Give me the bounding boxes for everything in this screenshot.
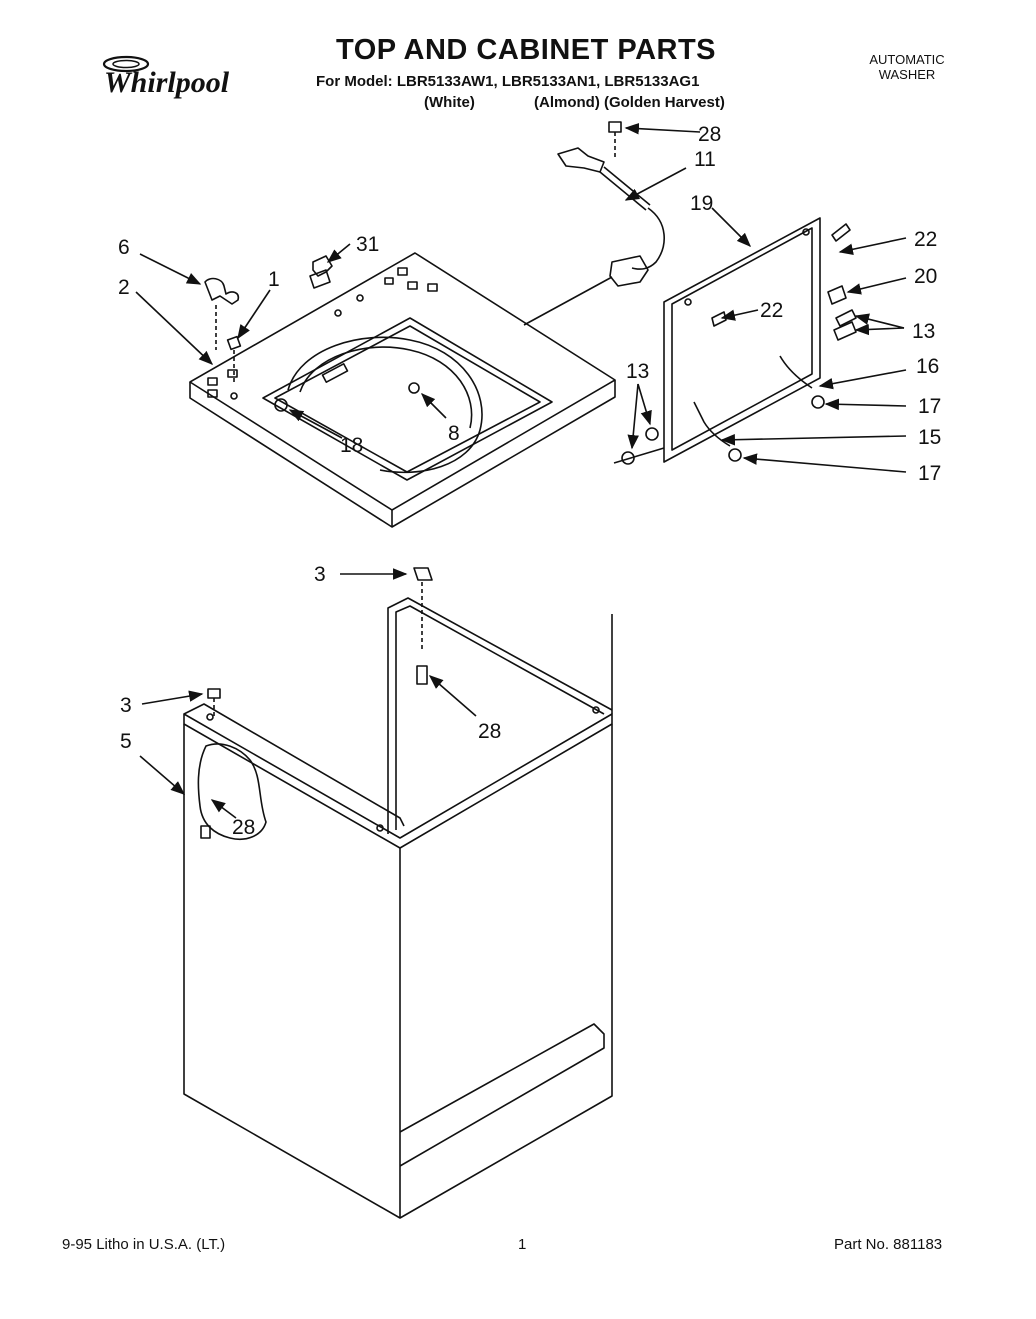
callout-17-lower: 17 — [918, 462, 941, 485]
callout-11: 11 — [694, 148, 716, 171]
callout-arrows — [135, 122, 907, 819]
footer-litho: 9-95 Litho in U.S.A. (LT.) — [62, 1236, 226, 1253]
callout-28-cabinet: 28 — [232, 816, 255, 839]
clip-part-1 — [226, 335, 242, 385]
callout-1: 1 — [268, 268, 280, 291]
footer-part-number: Part No. 881183 — [834, 1236, 943, 1253]
footer-page-number: 1 — [518, 1236, 527, 1253]
callout-8: 8 — [448, 422, 460, 445]
page-title: TOP AND CABINET PARTS — [336, 34, 717, 66]
callout-2: 2 — [118, 276, 130, 299]
cabinet-part-5 — [183, 597, 613, 1219]
callout-20: 20 — [914, 265, 937, 288]
callout-16: 16 — [916, 355, 939, 378]
callout-28-top: 28 — [698, 123, 721, 146]
product-type-line2: WASHER — [878, 67, 936, 82]
callout-3-upper: 3 — [314, 563, 326, 586]
color-almond-golden: (Almond) (Golden Harvest) — [534, 94, 725, 111]
brand-text: Whirlpool — [104, 66, 230, 99]
product-type-line1: AUTOMATIC — [869, 52, 945, 67]
product-type: AUTOMATIC WASHER — [852, 52, 962, 82]
callout-22-inner: 22 — [760, 299, 783, 322]
callout-22-right: 22 — [914, 228, 937, 251]
clip-part-3-upper — [413, 567, 433, 650]
model-numbers: For Model: LBR5133AW1, LBR5133AN1, LBR51… — [316, 73, 700, 90]
callout-17-upper: 17 — [918, 395, 941, 418]
top-panel — [189, 252, 616, 528]
callout-18: 18 — [340, 434, 363, 457]
callout-13-right: 13 — [912, 320, 935, 343]
callout-6: 6 — [118, 236, 130, 259]
callout-28-middle: 28 — [478, 720, 501, 743]
callout-19: 19 — [690, 192, 713, 215]
callout-3-lower: 3 — [120, 694, 132, 717]
console-frame-part-19 — [663, 217, 821, 463]
callout-labels: 28 11 19 22 20 22 13 16 17 15 17 13 6 31… — [118, 123, 941, 839]
screw-part-28-middle — [416, 665, 428, 685]
color-white: (White) — [424, 94, 475, 111]
clip-part-31 — [309, 255, 333, 289]
lid-switch-harness-part-11 — [557, 121, 665, 287]
whirlpool-logo: Whirlpool — [100, 50, 260, 108]
callout-5: 5 — [120, 730, 132, 753]
callout-15: 15 — [918, 426, 941, 449]
hinge-clip-part-6 — [204, 277, 240, 350]
callout-13-left: 13 — [626, 360, 649, 383]
callout-31: 31 — [356, 233, 379, 256]
